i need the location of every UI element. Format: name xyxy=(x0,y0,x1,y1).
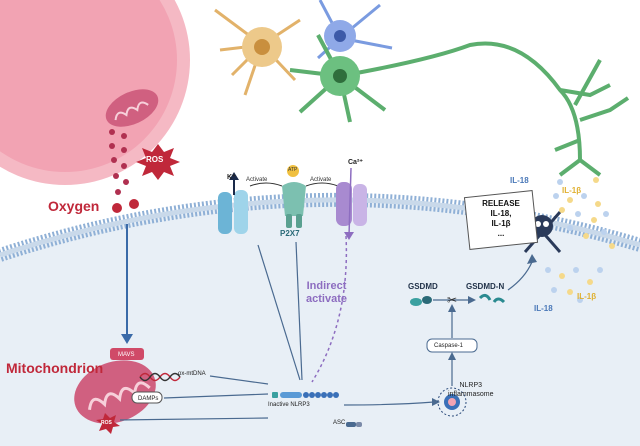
label-indirect-activate: Indirect activate xyxy=(306,280,347,306)
label-damps: DAMPs xyxy=(138,396,159,402)
label-asc: ASC xyxy=(333,420,346,426)
neuron-green xyxy=(289,34,630,177)
mitochondrion-icon xyxy=(74,360,156,424)
arrowhead xyxy=(121,334,133,344)
ros-burst-icon xyxy=(136,144,180,180)
label-k-ion: K⁺ xyxy=(227,174,236,181)
label-ca-ion: Ca²⁺ xyxy=(348,159,363,166)
label-inactive-nlrp3: Inactive NLRP3 xyxy=(268,402,310,408)
inflammasome-icon xyxy=(437,387,467,417)
label-ox-mtdna: ox-mtDNA xyxy=(178,371,206,377)
gsdmd-n-fragment-icon xyxy=(478,293,506,304)
astrocyte-orange xyxy=(214,8,301,96)
label-activate-left: Activate xyxy=(246,177,268,183)
label-gsdmd: GSDMD xyxy=(408,282,438,291)
release-card xyxy=(463,190,539,250)
release-line3: IL-1β xyxy=(491,219,511,228)
indirect-line2: activate xyxy=(306,293,347,305)
release-line2: IL-18, xyxy=(490,209,512,218)
label-il1b-top: IL-1β xyxy=(562,186,582,195)
k-channel-icon xyxy=(218,172,248,234)
activate-arrow-right xyxy=(305,182,339,187)
label-gsdmd-n: GSDMD-N xyxy=(466,282,505,291)
caspase1-box xyxy=(426,338,478,353)
nlrp3-line1: NLRP3 xyxy=(459,382,483,389)
indirect-line1: Indirect xyxy=(306,280,347,292)
label-caspase1: Caspase-1 xyxy=(434,343,464,349)
scissors-icon: ✂ xyxy=(447,293,457,307)
calcium-channel-icon xyxy=(336,167,367,240)
gsdmd-protein-icon xyxy=(410,296,432,306)
label-p2x7: P2X7 xyxy=(280,229,300,238)
label-atp: ATP xyxy=(288,167,298,173)
label-ros-top: ROS xyxy=(146,155,164,164)
label-activate-right: Activate xyxy=(310,177,332,183)
label-nlrp3-inflammasome: NLRP3 inflammasome xyxy=(448,381,494,399)
arrows-to-nlrp3 xyxy=(119,241,303,421)
label-il1b-bottom: IL-1β xyxy=(577,292,597,301)
release-card-text: RELEASE IL-18, IL-1β ... xyxy=(471,199,531,239)
label-mitochondrion: Mitochondrion xyxy=(6,360,104,376)
arrow-to-inflammasome xyxy=(343,401,435,406)
asc-icon xyxy=(346,422,362,427)
release-line4: ... xyxy=(497,229,505,238)
label-ros-mito: ROS xyxy=(101,420,112,426)
cell-mitochondrion-icon xyxy=(105,89,159,127)
oxygen-particles xyxy=(109,129,129,195)
oxygen-molecule-icon xyxy=(112,199,139,213)
release-line1: RELEASE xyxy=(482,199,520,208)
p2x7-receptor-icon xyxy=(282,182,306,228)
ros-burst-small-icon xyxy=(96,413,120,434)
damps-pill xyxy=(131,391,163,404)
label-il18-bottom: IL-18 xyxy=(534,304,553,313)
cytokine-particles xyxy=(545,177,615,303)
red-blood-cell xyxy=(0,0,190,185)
mavs-badge xyxy=(110,348,144,360)
neuron-blue xyxy=(316,0,393,60)
activate-arrow-left xyxy=(249,182,283,187)
cytoplasm xyxy=(0,199,640,446)
label-il18-top: IL-18 xyxy=(510,176,529,185)
atp-icon xyxy=(287,165,299,177)
indirect-activation-arrow xyxy=(311,235,348,383)
nlrp3-line2: inflammasome xyxy=(448,391,494,398)
label-mavs: MAVS xyxy=(118,352,135,358)
label-oxygen: Oxygen xyxy=(48,198,100,214)
inactive-nlrp3-icon xyxy=(272,392,339,398)
